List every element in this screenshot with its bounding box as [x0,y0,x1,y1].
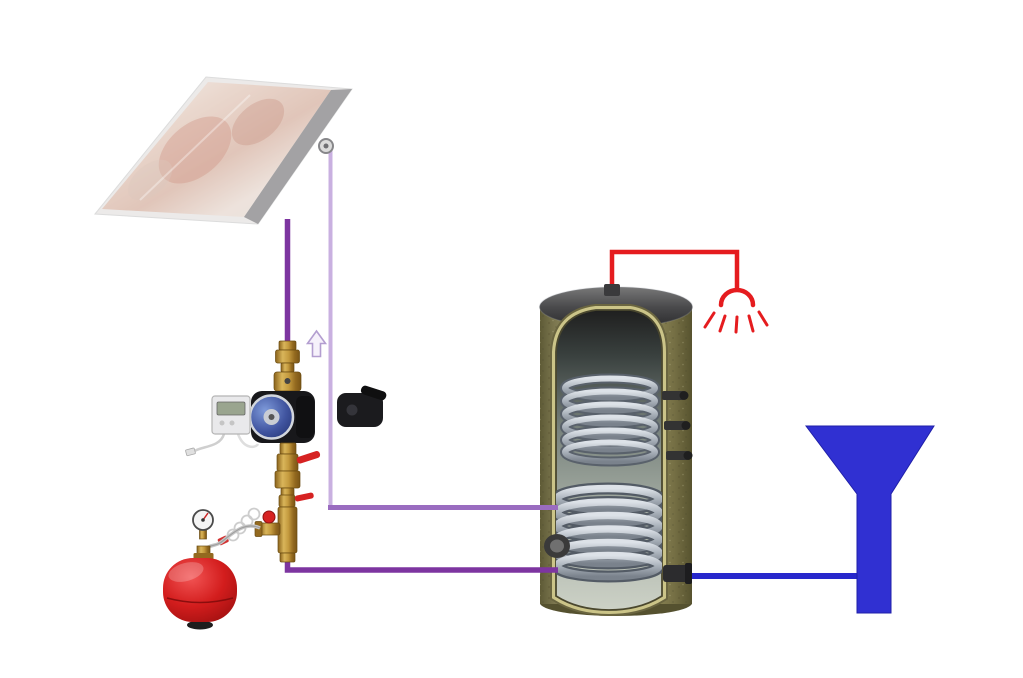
return-line-valve [337,385,387,427]
tank-side-stub [666,451,688,460]
solar-supply-pipe-to-tank [284,554,558,573]
solar-pump-station [163,329,387,630]
collector-glass [102,82,331,217]
hot-water-pipe [609,249,740,292]
brass-fittings-upper [273,340,302,392]
valve-handle [360,385,387,401]
controller-button [219,420,225,426]
vessel-seam [166,597,234,604]
hot-water-outlet-shower-icon [703,287,769,334]
controller-cable [236,433,260,449]
safety-valve-cap [262,510,276,524]
upper-heat-exchanger-coil [560,373,660,467]
circulation-pump [248,391,315,443]
brass-fittings-lower [254,442,301,563]
controller-screen [216,401,246,416]
flow-direction-up-arrow [305,329,328,358]
pump-controller [185,395,260,457]
ball-valve-handle [294,492,314,502]
collector-sensor-port [318,138,334,154]
solar-collector-panel [94,76,353,225]
collector-frame-edge [244,89,352,224]
cold-water-inlet-funnel [805,425,935,614]
cold-water-inlet-stub [663,565,689,582]
tank-side-stub [664,421,686,430]
controller-button [229,420,235,426]
dual-coil-storage-tank [538,286,694,617]
tank-side-stub [662,391,684,400]
expansion-vessel [163,545,237,630]
vessel-body [163,558,237,622]
vessel-hose [205,507,261,550]
tank-connection-stubs [604,284,693,584]
controller-cable [192,433,226,454]
ball-valve-handle [296,451,321,464]
tee-fitting [277,506,298,554]
tank-top-stub [604,284,620,296]
pressure-gauge [192,509,214,540]
lower-heat-exchanger-coil [556,482,662,583]
